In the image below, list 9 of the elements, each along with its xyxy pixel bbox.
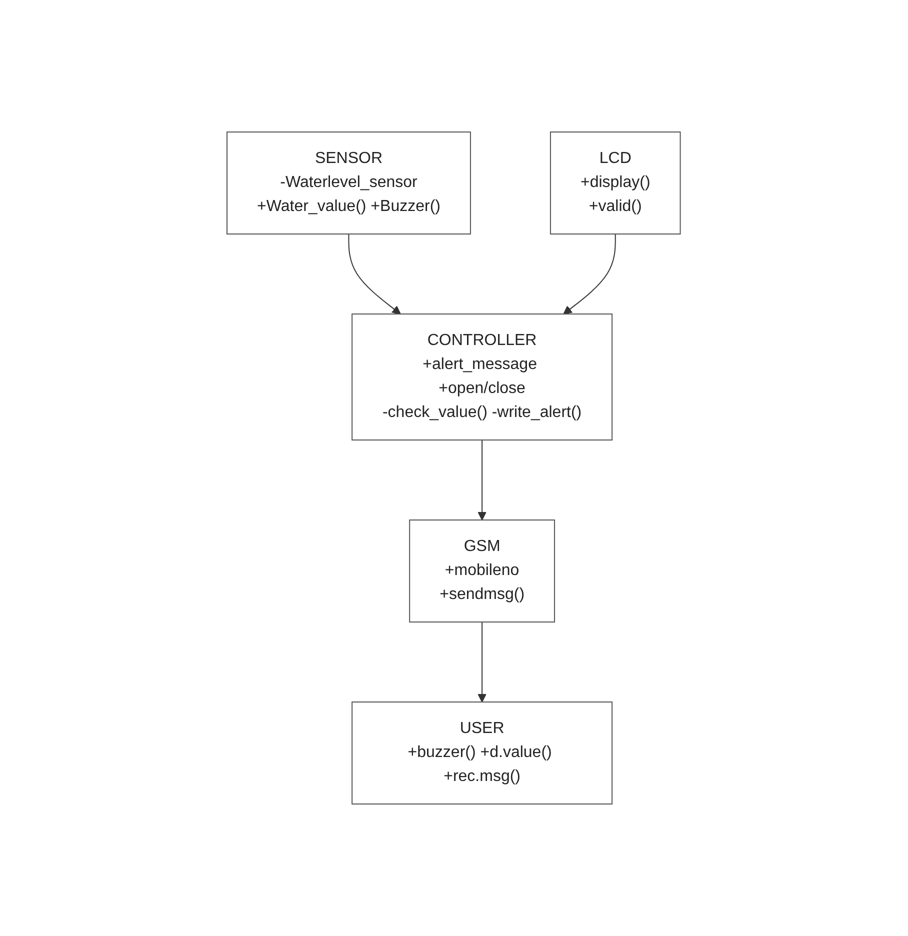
node-box: SENSOR -Waterlevel_sensor +Water_value() +Buzzer(): [226, 132, 472, 234]
arrow: [564, 234, 616, 314]
arrow: [348, 234, 402, 314]
arrow: [478, 440, 487, 520]
arrow: [478, 622, 487, 702]
node-box: LCD +display() +valid(): [550, 132, 682, 234]
node-box: USER +buzzer() +d.value() +rec.msg(): [352, 702, 613, 804]
node-box: GSM +mobileno +sendmsg(): [409, 520, 556, 622]
node-box: CONTROLLER +alert_message +open/close -check_value() -write_alert(): [352, 314, 613, 440]
